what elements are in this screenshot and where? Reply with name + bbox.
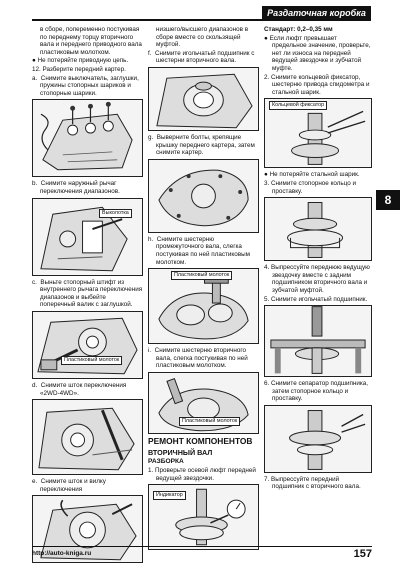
bullet-icon: ● bbox=[264, 171, 270, 179]
figure-press-sprocket bbox=[264, 305, 372, 378]
step-4: 4. Выпрессуйте переднюю ведущую звездочк… bbox=[264, 264, 370, 294]
figure-dial-indicator: Индикатор bbox=[148, 484, 259, 551]
bullet-icon: ● bbox=[32, 57, 38, 65]
figure-bearing-cage-drawing bbox=[265, 406, 371, 472]
section-title: Раздаточная коробка bbox=[262, 6, 371, 21]
figure-front-case bbox=[148, 158, 259, 233]
step-a: a. Снимите выключатель, заглушки, пружин… bbox=[32, 74, 139, 97]
figure-shift-rod bbox=[32, 399, 143, 476]
figure-output-gear: Пластиковый молоток bbox=[148, 371, 259, 434]
column-middle: низшего/высшего диапазонов в сборе вмест… bbox=[148, 26, 259, 553]
heading-output-shaft: ВТОРИЧНЫЙ ВАЛ bbox=[148, 447, 213, 457]
figure-front-case-drawing bbox=[149, 160, 258, 232]
figure-needle-bearing bbox=[148, 66, 259, 131]
figure-cross-shaft-drawing bbox=[33, 312, 142, 378]
step-3: 3. Снимите стопорное кольцо и проставку. bbox=[264, 179, 357, 195]
callout-plastic-hammer: Пластиковый молоток bbox=[61, 355, 123, 365]
page-number: 157 bbox=[353, 548, 372, 560]
step-h: h. Снимите шестерню промежуточного вала,… bbox=[148, 235, 250, 266]
footer-rule bbox=[32, 546, 372, 547]
header-rule bbox=[32, 19, 371, 21]
figure-counter-gear-drawing bbox=[149, 269, 258, 343]
callout-snap-ring: Кольцевой фиксатор bbox=[269, 101, 328, 111]
site-url[interactable]: http://auto-kniga.ru bbox=[32, 550, 92, 557]
step-6: 6. Снимите сепаратор подшипника, затем с… bbox=[264, 380, 369, 403]
chapter-tab: 8 bbox=[376, 190, 400, 210]
figure-spacer-drawing bbox=[265, 198, 371, 260]
callout-indicator: Индикатор bbox=[153, 491, 186, 501]
heading-disassembly: РАЗБОРКА bbox=[148, 457, 184, 465]
figure-spacer bbox=[264, 197, 372, 262]
callout-plastic-hammer-h: Пластиковый молоток bbox=[171, 271, 233, 281]
step-e-cont: низшего/высшего диапазонов в сборе вмест… bbox=[156, 26, 249, 49]
step-5: 5. Снимите игольчатый подшипник. bbox=[264, 295, 368, 303]
figure-snap-ring: Кольцевой фиксатор bbox=[264, 98, 372, 169]
figure-switch-plugs-drawing bbox=[33, 100, 142, 176]
callout-drift: Выколотка bbox=[99, 208, 132, 218]
intro-text: в сборе, попеременно постукивая по перед… bbox=[40, 26, 142, 56]
figure-press-sprocket-drawing bbox=[265, 306, 371, 376]
step-i: i. Снимите шестерню вторичного вала, сле… bbox=[148, 347, 248, 370]
step-12: 12. Разберите передний картер. bbox=[32, 65, 126, 73]
figure-bearing-cage bbox=[264, 404, 372, 473]
step-f: f. Снимите игольчатый подшипник с шестер… bbox=[148, 49, 255, 65]
standard-value: Стандарт: 0,2–0,35 мм bbox=[264, 26, 333, 33]
step-7: 7. Выпрессуйте передний подшипник с втор… bbox=[264, 475, 361, 491]
step-d: d. Снимите шток переключения «2WD-4WD». bbox=[32, 381, 127, 397]
step-1: 1. Проверьте осевой люфт передней ведуще… bbox=[148, 466, 256, 482]
step-e: e. Снимите шток и вилку переключения bbox=[32, 478, 106, 493]
column-right: Стандарт: 0,2–0,35 мм ● Если люфт превыш… bbox=[264, 26, 372, 492]
bullet-ball: ● Не потеряйте стальной шарик. bbox=[264, 171, 360, 179]
step-g: g. Выверните болты, крепящие крышку пере… bbox=[148, 133, 255, 157]
heading-component-repair: РЕМОНТ КОМПОНЕНТОВ bbox=[148, 435, 253, 446]
figure-needle-bearing-drawing bbox=[149, 68, 258, 130]
step-2: 2. Снимите кольцевой фиксатор, шестерню … bbox=[264, 73, 370, 96]
figure-counter-gear: Пластиковый молоток bbox=[148, 268, 259, 345]
figure-switch-plugs bbox=[32, 99, 143, 178]
page-header: Раздаточная коробка bbox=[0, 0, 403, 24]
column-left: в сборе, попеременно постукивая по перед… bbox=[32, 26, 143, 566]
figure-outer-lever-drawing bbox=[33, 198, 142, 275]
bullet-play: ● Если люфт превышает предельное значени… bbox=[264, 34, 371, 72]
figure-shift-rod-drawing bbox=[33, 400, 142, 474]
figure-outer-lever: Выколотка bbox=[32, 197, 143, 276]
figure-snap-ring-drawing bbox=[265, 99, 371, 167]
callout-plastic-hammer-i: Пластиковый молоток bbox=[179, 416, 241, 426]
bullet-chain: ● Не потеряйте приводную цепь. bbox=[32, 57, 129, 65]
page-footer: http://auto-kniga.ru 157 bbox=[32, 546, 372, 564]
step-b: b. Снимите наружный рычаг переключения д… bbox=[32, 180, 120, 195]
bullet-icon: ● bbox=[264, 34, 270, 42]
figure-cross-shaft: Пластиковый молоток bbox=[32, 310, 143, 379]
step-c: c. Выньте стопорный штифт из внутреннего… bbox=[32, 278, 143, 309]
